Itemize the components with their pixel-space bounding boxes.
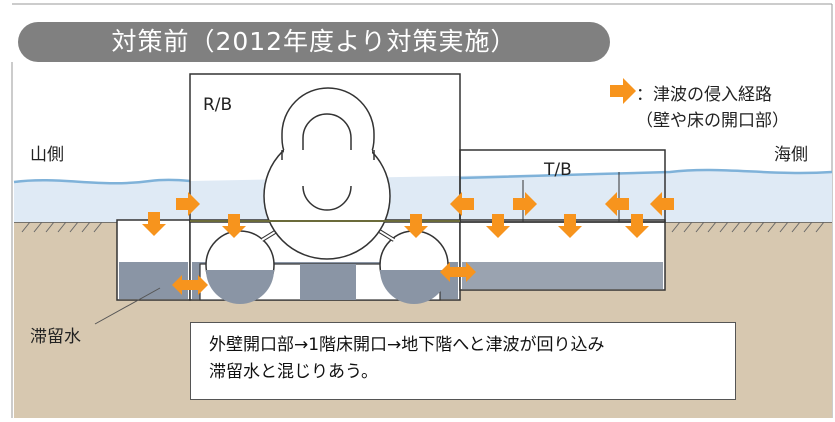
arrow-rb-left	[450, 192, 474, 216]
ground-hatch-left	[21, 221, 103, 233]
legend-line-2: （壁や床の開口部）	[636, 111, 789, 131]
arrow-tb-left1	[605, 192, 629, 216]
neck-cover	[284, 150, 372, 186]
tsunami-water	[14, 170, 832, 222]
pcv-base-water	[300, 264, 356, 300]
arrow-down-tb-2	[558, 214, 582, 238]
arrow-down-tb-3	[625, 214, 649, 238]
arrow-down-rb-2	[404, 214, 428, 238]
arrow-down-rb-1	[222, 214, 246, 238]
legend-line-1: ：津波の侵入経路	[636, 85, 772, 105]
note-box: 外壁開口部→1階床開口→地下階へと津波が回り込み 滞留水と混じりあう。	[190, 322, 736, 400]
containment-vessel	[199, 87, 449, 304]
arrow-double-left	[172, 275, 208, 295]
neck-sides	[281, 150, 375, 160]
arrow-rb-inflow	[176, 192, 200, 216]
note-line-2: 滞留水と混じりあう。	[209, 362, 378, 382]
tb-basement-water	[462, 262, 663, 289]
mountain-side-label: 山側	[30, 145, 64, 165]
stagnant-water-leader	[94, 287, 161, 325]
torus-left-water	[206, 270, 274, 304]
arrow-down-tb-1	[486, 214, 510, 238]
title-banner: 対策前（2012年度より対策実施）	[18, 22, 610, 62]
sea-side-label: 海側	[774, 145, 808, 165]
title: 対策前（2012年度より対策実施）	[111, 27, 517, 56]
stagnant-water-label: 滞留水	[30, 327, 81, 347]
ground-hatch-right	[671, 221, 825, 233]
arrow-double-rb-tb	[440, 262, 476, 282]
note-line-1: 外壁開口部→1階床開口→地下階へと津波が回り込み	[209, 335, 605, 355]
tsunami-surface-line	[13, 168, 833, 185]
arrow-tb-right	[513, 192, 537, 216]
tb-label: T/B	[544, 160, 572, 180]
rb-label: R/B	[203, 95, 233, 115]
torus-right-water	[380, 270, 448, 304]
arrow-down-left-basement	[142, 212, 166, 236]
arrow-tb-left2	[650, 192, 674, 216]
legend-arrow-icon	[610, 78, 636, 104]
